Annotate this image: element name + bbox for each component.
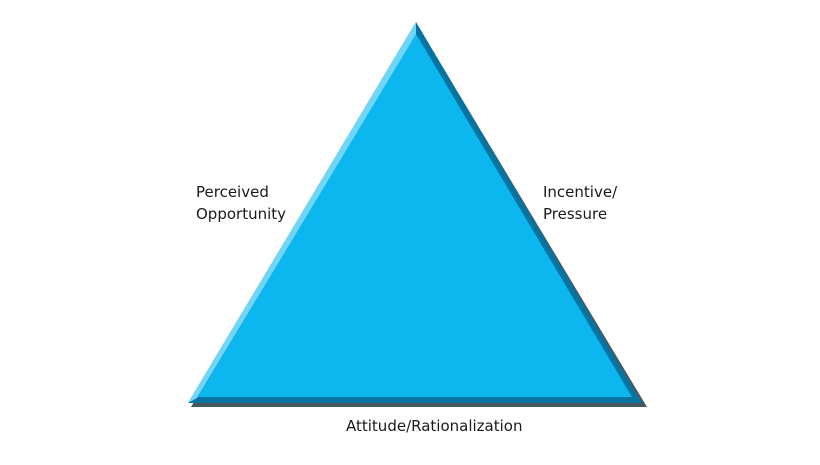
left-side-label: Perceived Opportunity <box>196 181 286 225</box>
right-side-label: Incentive/ Pressure <box>543 181 617 225</box>
left-label-line2: Opportunity <box>196 205 287 223</box>
triangle-face <box>198 34 632 397</box>
bottom-label-text: Attitude/Rationalization <box>346 417 523 435</box>
bottom-side-label: Attitude/Rationalization <box>346 415 522 437</box>
right-label-line1: Incentive/ <box>543 183 618 201</box>
triangle-bevel-left <box>188 22 416 403</box>
left-label-line1: Perceived <box>196 183 269 201</box>
right-label-line2: Pressure <box>543 205 608 223</box>
